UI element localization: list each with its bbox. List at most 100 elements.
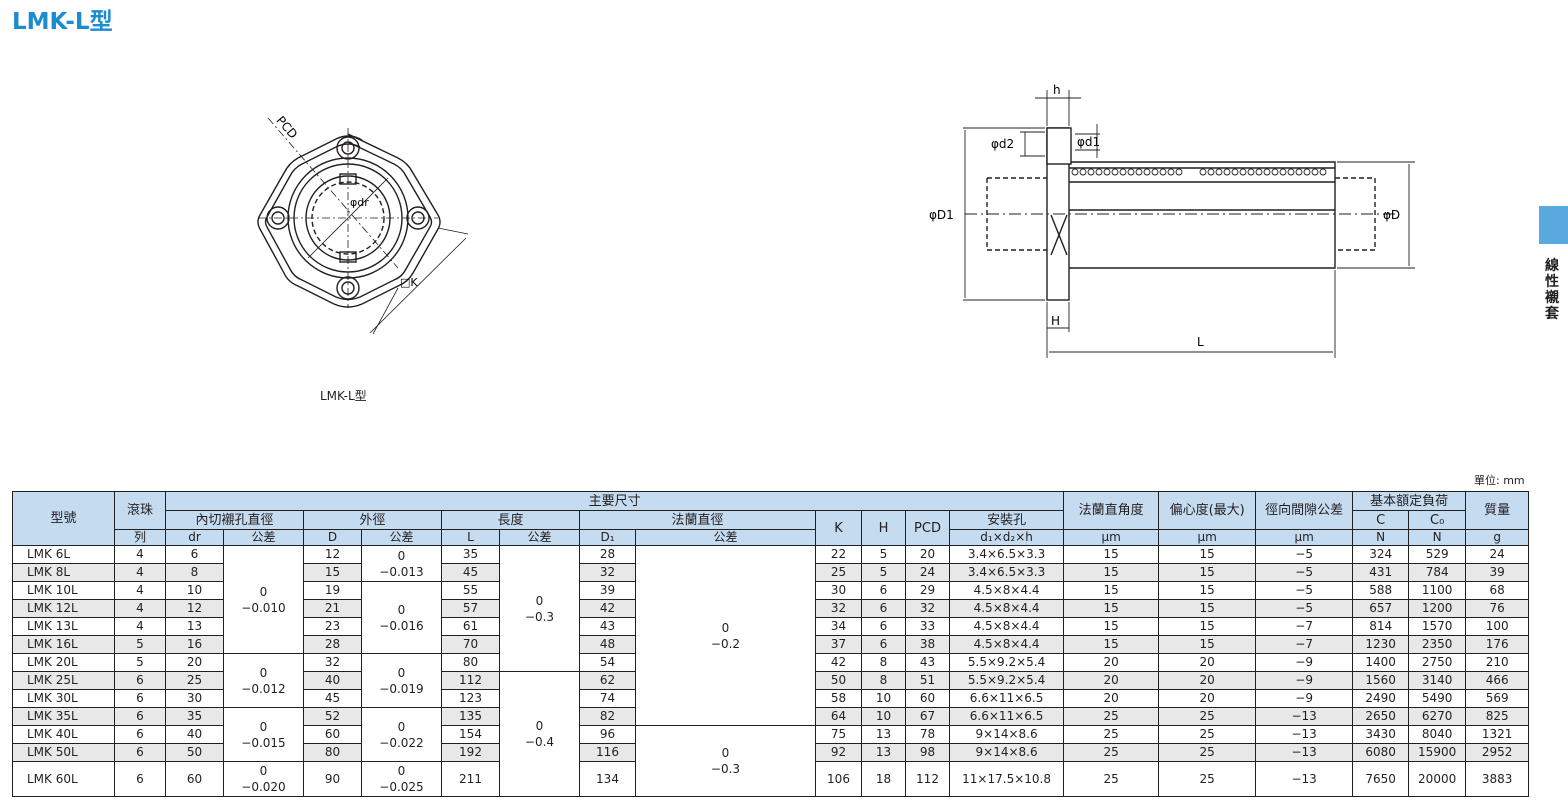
cell-l: 112	[441, 671, 500, 690]
tolerance-upper: 0	[397, 764, 406, 778]
col-h: H	[861, 510, 906, 546]
cell-pcd: 98	[905, 743, 950, 762]
cell-dr: 40	[165, 725, 224, 744]
cell-k: 25	[815, 563, 862, 582]
cell-radial: −9	[1255, 653, 1354, 672]
cell-l: 55	[441, 581, 500, 600]
cell-k: 106	[815, 761, 862, 797]
tolerance-d: 0−0.025	[361, 761, 442, 797]
tolerance-upper: 0	[721, 620, 730, 635]
cell-d1: 32	[579, 563, 636, 582]
cell-dr: 13	[165, 617, 224, 636]
cell-ecc: 25	[1158, 725, 1257, 744]
cell-model: LMK 16L	[12, 635, 115, 654]
cell-mass: 210	[1465, 653, 1530, 672]
tolerance-dr: 0−0.015	[223, 707, 304, 762]
cell-k: 42	[815, 653, 862, 672]
cell-perp: 25	[1063, 725, 1160, 744]
L-label: L	[1197, 335, 1204, 349]
page-title: LMK-L型	[12, 9, 113, 35]
tolerance-lower: −0.012	[241, 681, 286, 696]
cell-d1: 82	[579, 707, 636, 726]
tolerance-lower: −0.4	[524, 735, 555, 749]
cell-ecc: 15	[1158, 599, 1257, 618]
cell-mass: 76	[1465, 599, 1530, 618]
D-label: φD	[1383, 208, 1400, 222]
cell-h: 13	[861, 725, 906, 744]
cell-dr: 20	[165, 653, 224, 672]
cell-pcd: 24	[905, 563, 950, 582]
cell-radial: −9	[1255, 671, 1354, 690]
cell-ecc: 25	[1158, 761, 1257, 797]
cell-model: LMK 40L	[12, 725, 115, 744]
cell-model: LMK 30L	[12, 689, 115, 708]
cell-c0: 8040	[1408, 725, 1467, 744]
tolerance-lower: −0.3	[710, 762, 741, 776]
cell-l: 61	[441, 617, 500, 636]
cell-perp: 15	[1063, 635, 1160, 654]
cell-ecc: 15	[1158, 563, 1257, 582]
cell-hole: 11×17.5×10.8	[948, 761, 1065, 797]
cell-perp: 20	[1063, 653, 1160, 672]
cell-c: 657	[1352, 599, 1410, 618]
cell-dr: 25	[165, 671, 224, 690]
col-c0-unit: N	[1408, 529, 1467, 546]
tolerance-l: 0−0.3	[499, 545, 580, 672]
cell-c0: 3140	[1408, 671, 1467, 690]
cell-rows: 6	[114, 761, 166, 797]
cell-perp: 20	[1063, 689, 1160, 708]
cell-d1: 96	[579, 725, 636, 744]
cell-c0: 1100	[1408, 581, 1467, 600]
cell-rows: 5	[114, 653, 166, 672]
cell-ecc: 15	[1158, 581, 1257, 600]
cell-rows: 5	[114, 635, 166, 654]
cell-pcd: 38	[905, 635, 950, 654]
cell-c: 2490	[1352, 689, 1410, 708]
tolerance-upper: 0	[397, 719, 406, 734]
cell-c: 1230	[1352, 635, 1410, 654]
side-label-char: 線	[1545, 258, 1559, 274]
tolerance-lower: −0.016	[379, 618, 424, 633]
cell-c0: 20000	[1408, 761, 1467, 797]
col-pcd: PCD	[905, 510, 950, 546]
cell-l: 192	[441, 743, 500, 762]
cell-ecc: 15	[1158, 635, 1257, 654]
cell-perp: 25	[1063, 761, 1160, 797]
pcd-label: PCD	[273, 113, 300, 141]
cell-hole: 4.5×8×4.4	[948, 599, 1065, 618]
cell-d1: 48	[579, 635, 636, 654]
cell-h: 5	[861, 545, 906, 564]
col-perp-unit: μm	[1063, 529, 1160, 546]
cell-d: 21	[303, 599, 362, 618]
cell-d1: 62	[579, 671, 636, 690]
unit-note: 單位: mm	[1474, 474, 1525, 487]
col-length: 長度	[441, 510, 580, 530]
cell-rows: 6	[114, 725, 166, 744]
cell-d1: 39	[579, 581, 636, 600]
cell-d1: 54	[579, 653, 636, 672]
cell-dr: 10	[165, 581, 224, 600]
cell-c: 2650	[1352, 707, 1410, 726]
tolerance-d: 0−0.022	[361, 707, 442, 762]
tolerance-d: 0−0.013	[361, 545, 442, 582]
cell-k: 30	[815, 581, 862, 600]
tolerance-upper: 0	[535, 593, 544, 608]
cell-hole: 6.6×11×6.5	[948, 707, 1065, 726]
cell-d: 23	[303, 617, 362, 636]
section-tab-marker	[1539, 206, 1568, 244]
cell-l: 123	[441, 689, 500, 708]
cell-pcd: 29	[905, 581, 950, 600]
tolerance-upper: 0	[259, 764, 268, 778]
cell-c0: 1570	[1408, 617, 1467, 636]
cell-h: 10	[861, 707, 906, 726]
cell-h: 18	[861, 761, 906, 797]
col-dr: dr	[165, 529, 224, 546]
tolerance-d: 0−0.019	[361, 653, 442, 708]
cell-hole: 5.5×9.2×5.4	[948, 671, 1065, 690]
cell-h: 8	[861, 671, 906, 690]
